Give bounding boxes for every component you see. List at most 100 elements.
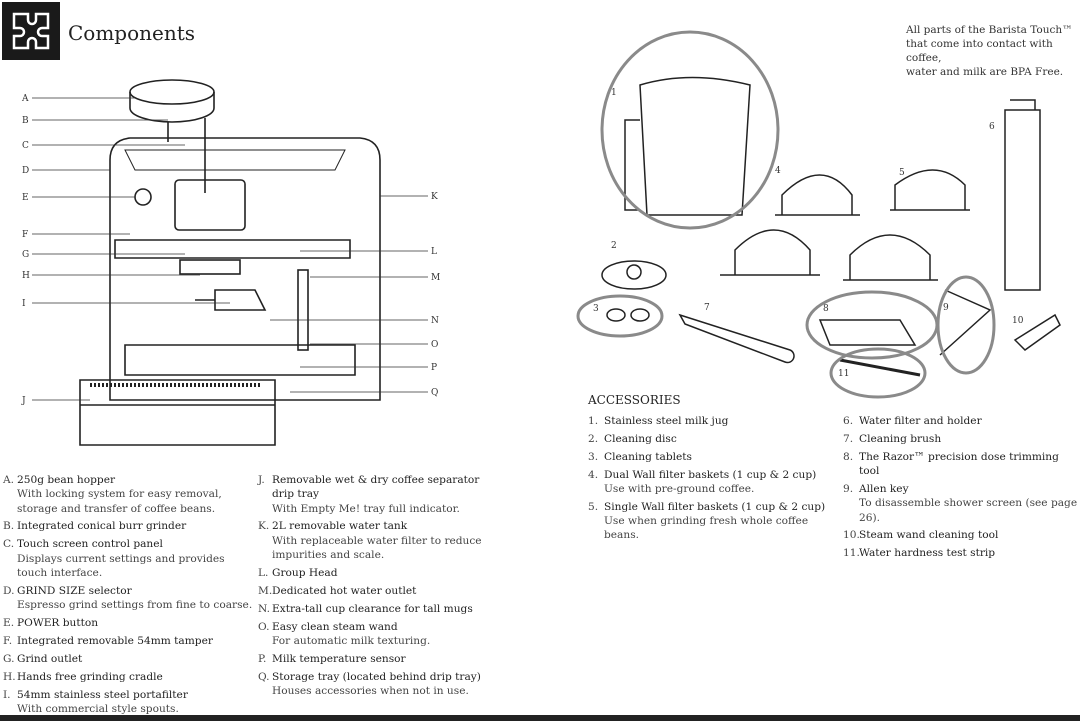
item-title: Water filter and holder [859,415,982,427]
cleaning-tablet [606,308,626,322]
filter-basket [890,169,970,211]
item-key: 9. [843,482,854,495]
highlight-circles [576,30,996,399]
callout-label: P [431,363,437,373]
item-key: I. [3,688,11,701]
item-description: With commercial style spouts. [17,702,179,715]
item-title: Water hardness test strip [859,547,996,560]
water-filter [1004,99,1041,291]
accessory-number: 2 [611,241,617,251]
item-title: Integrated removable 54mm tamper [17,634,213,647]
components-list-2: J.Removable wet & dry coffee separator d… [258,473,488,702]
item-key: 3. [588,450,599,463]
list-item: P. Milk temperature sensor [258,652,488,666]
item-key: 1. [588,415,599,427]
callout-label: B [22,116,29,126]
list-item: 10.Steam wand cleaning tool [843,528,1078,542]
item-key: 10. [843,529,860,542]
right-callout-labels: K L M N O P Q [431,192,440,398]
list-item: L.Group Head [258,566,488,580]
item-key: 5. [588,500,599,513]
accessory-numbers: 1 2 3 4 5 6 7 8 9 10 11 [593,88,1024,379]
razor-tool [818,319,917,346]
filter-basket [720,229,820,276]
item-description: Houses accessories when not in use. [272,685,469,698]
item-title: Dedicated hot water outlet [272,584,417,597]
item-title: Single Wall filter baskets (1 cup & 2 cu… [604,500,826,513]
list-item: 5. Single Wall filter baskets (1 cup & 2 … [588,500,828,543]
item-key: 7. [843,432,854,445]
callout-label: F [22,230,28,240]
callout-label: G [22,250,29,260]
item-title: GRIND SIZE selector [17,584,132,597]
bottom-rule [0,715,1080,721]
item-title: The Razor™ precision dose trimming tool [859,450,1059,478]
list-item: J.Removable wet & dry coffee separator d… [258,473,488,516]
item-title: Cleaning tablets [604,450,692,463]
cleaning-brush [678,313,795,364]
item-key: L. [258,566,269,579]
item-title: POWER button [17,617,99,630]
item-title: 54mm stainless steel portafilter [17,688,188,701]
note-line: water and milk are BPA Free. [906,66,1064,78]
accessory-number: 1 [611,88,617,98]
accessory-number: 6 [989,122,995,132]
item-title: Touch screen control panel [17,538,163,551]
item-key: Q. [258,670,270,683]
accessory-number: 7 [704,303,710,313]
list-item: 1.Stainless steel milk jug [588,414,828,428]
list-item: F. Integrated removable 54mm tamper [3,634,253,648]
filter-basket [843,234,938,281]
accessories-list-1: 1.Stainless steel milk jug 2. Cleaning dis… [588,414,828,546]
list-item: 4.Dual Wall filter baskets (1 cup & 2 cu… [588,468,828,497]
allen-key [939,289,992,356]
item-description: Espresso grind settings from fine to coa… [17,599,253,612]
callout-label: Q [431,388,438,398]
callout-label: K [431,192,438,202]
list-item: 8.The Razor™ precision dose trimming too… [843,450,1078,479]
list-item: Q.Storage tray (located behind drip tray… [258,670,488,699]
milk-jug [624,76,751,216]
left-callout-labels: A B C D E F G H I J [21,94,30,406]
item-description: Displays current settings and provides t… [17,552,225,579]
item-title: Hands free grinding cradle [17,670,163,683]
callout-label: I [22,299,26,309]
list-item: 7. Cleaning brush [843,432,1078,446]
item-title: Cleaning brush [859,432,942,445]
item-title: Storage tray (located behind drip tray) [272,670,481,683]
item-description: With Empty Me! tray full indicator. [272,502,460,515]
accessory-number: 10 [1012,316,1024,326]
list-item: 3. Cleaning tablets [588,450,828,464]
item-key: G. [3,652,15,665]
callout-label: M [431,273,440,283]
accessory-number: 9 [943,303,949,313]
item-title: Steam wand cleaning tool [859,529,999,542]
item-title: Extra-tall cup clearance for tall mugs [272,602,473,615]
item-key: M. [258,584,273,597]
item-key: P. [258,652,267,665]
callout-label: C [22,141,29,151]
item-title: Milk temperature sensor [272,652,406,665]
item-key: 2. [588,432,599,445]
item-key: F. [3,634,13,647]
item-description: With replaceable water filter to reduce … [272,534,482,562]
item-key: 4. [588,468,599,481]
accessory-number: 5 [899,168,905,178]
item-title: 2L removable water tank [272,520,408,533]
accessory-number: 4 [775,166,781,176]
item-key: J. [258,474,265,486]
item-key: 6. [843,415,854,427]
item-description: For automatic milk texturing. [272,634,431,647]
accessory-number: 8 [823,304,829,314]
item-title: Grind outlet [17,652,83,665]
item-key: D. [3,584,15,597]
item-title: Cleaning disc [604,432,677,445]
item-title: 250g bean hopper [17,474,116,486]
